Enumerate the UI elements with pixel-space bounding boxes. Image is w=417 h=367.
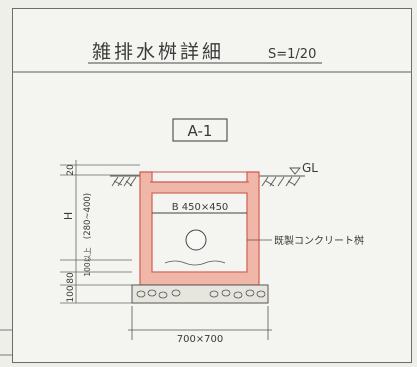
outer-size-label: 700×700 xyxy=(177,334,224,345)
ground-left xyxy=(110,175,140,187)
floor-marks xyxy=(164,260,226,266)
section-label-box xyxy=(172,118,228,142)
drawing-title: 雑排水桝詳細 xyxy=(92,41,224,63)
gravel-base xyxy=(131,284,269,304)
material-label: 既製コンクリート桝 xyxy=(274,234,364,247)
gravel-stones xyxy=(136,289,266,299)
drawing-scale: S=1/20 xyxy=(268,47,316,62)
pipe-circle xyxy=(185,229,207,251)
height-symbol: H xyxy=(62,212,75,220)
outer-dimension-lines xyxy=(128,306,272,340)
surface-label: GL xyxy=(302,161,318,175)
concrete-basin xyxy=(139,171,260,286)
top-slab-dim: 20 xyxy=(66,164,76,176)
gravel-dim: 100 xyxy=(66,285,76,302)
left-dimension-lines xyxy=(60,160,140,304)
section-label: A-1 xyxy=(188,122,213,140)
min-depth-dim: 100以上 xyxy=(83,247,92,277)
base-concrete-dim: 80 xyxy=(66,272,76,284)
inner-size-label: B 450×450 xyxy=(172,202,229,213)
ground-right xyxy=(258,167,305,187)
height-range: (280~400) xyxy=(83,193,93,239)
